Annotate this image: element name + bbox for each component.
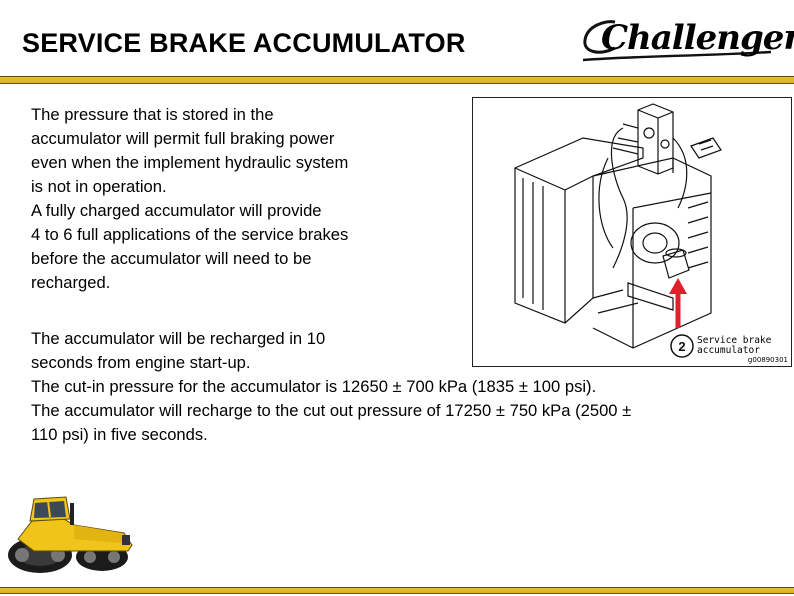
callout-label-1: Service brake <box>697 335 772 346</box>
paragraph-storage: The pressure that is stored in the accum… <box>31 105 349 292</box>
logo-swash-icon <box>582 20 772 62</box>
bottom-gold-rule <box>0 587 794 594</box>
callout-circle <box>670 334 694 358</box>
cut-out-pressure-text-cont: 110 psi) in five seconds. <box>31 425 208 444</box>
slide-title: SERVICE BRAKE ACCUMULATOR <box>22 28 466 58</box>
red-arrow-icon <box>669 278 687 294</box>
cut-in-pressure-text: The cut-in pressure for the accumulator … <box>31 377 597 396</box>
callout-number: 2 <box>678 339 685 354</box>
top-gold-rule <box>0 76 794 84</box>
logo-text: Challenger <box>601 18 794 58</box>
figure-id: g00890301 <box>747 356 788 364</box>
accumulator-diagram: 2 Service brake accumulator g00890301 <box>472 97 792 367</box>
callout-label-2: accumulator <box>697 345 760 356</box>
tractor-image <box>8 496 133 573</box>
cut-out-pressure-text: The accumulator will recharge to the cut… <box>31 401 632 420</box>
paragraph-recharge-time: The accumulator will be recharged in 10 … <box>31 329 326 372</box>
accumulator-line-drawing: 2 <box>514 103 722 358</box>
challenger-logo: Challenger <box>575 12 794 70</box>
